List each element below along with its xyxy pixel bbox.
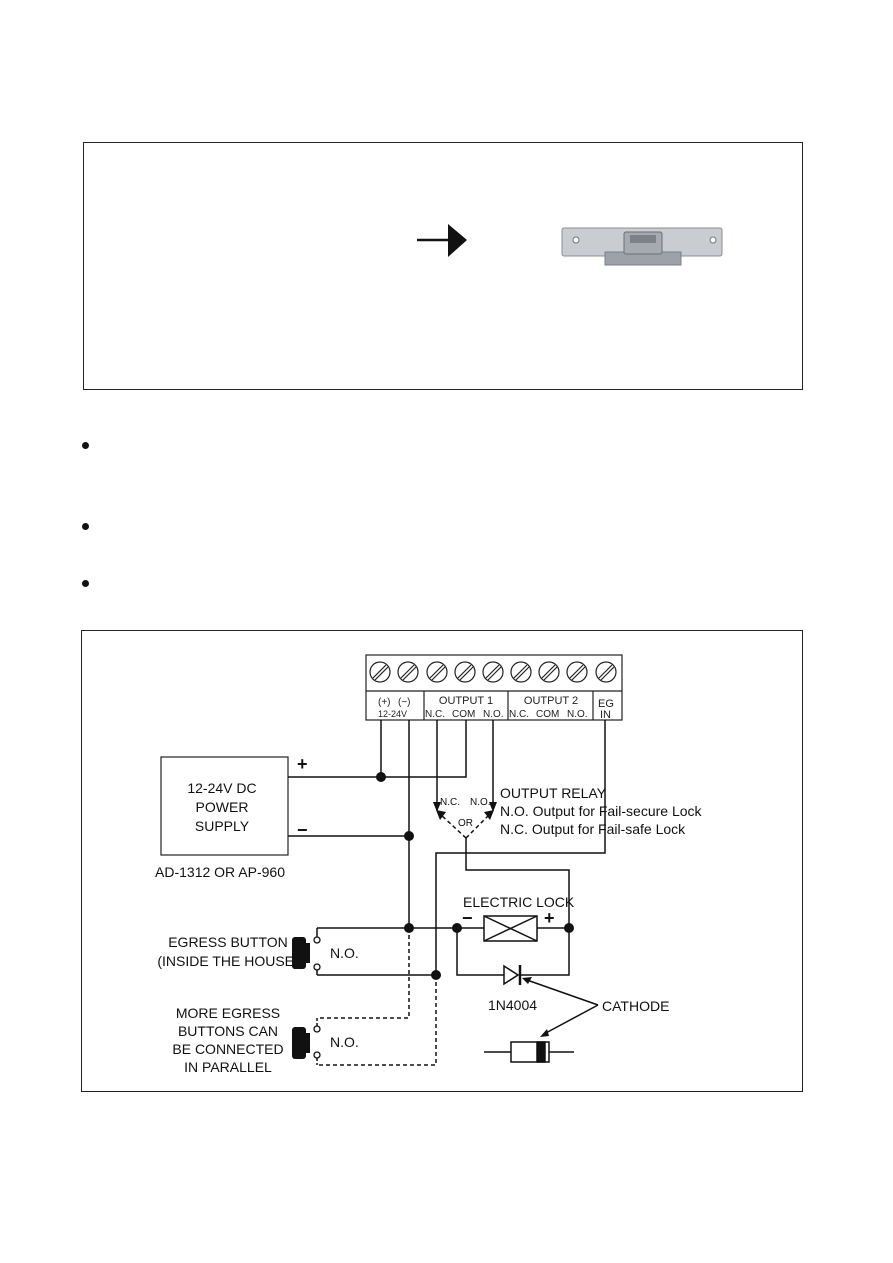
out1-no-label: N.O. [483, 709, 504, 720]
nc-arrow-icon [433, 802, 441, 812]
relay-title: OUTPUT RELAY [500, 785, 607, 801]
diode-icon [503, 964, 522, 986]
relay-line1: N.O. Output for Fail-secure Lock [500, 803, 703, 819]
output1-label: OUTPUT 1 [439, 695, 493, 707]
terminal-screws [369, 661, 617, 683]
relay-no-label: N.O. [470, 797, 491, 808]
terminal-voltage: 12-24V [378, 709, 407, 719]
relay-no-arrowhead [484, 810, 494, 820]
supply-plus-sign: + [297, 754, 308, 774]
power-supply-box [160, 756, 289, 856]
cathode-label: CATHODE [602, 998, 669, 1014]
wires [288, 720, 606, 976]
egress-label-line2: (INSIDE THE HOUSE) [157, 953, 298, 969]
out1-com-label: COM [452, 709, 475, 720]
cathode-arrowhead-top [522, 977, 532, 984]
power-supply-model: AD-1312 OR AP-960 [155, 864, 285, 880]
parallel-dashed-wires [317, 928, 437, 1066]
output2-label: OUTPUT 2 [524, 695, 578, 707]
out2-com-label: COM [536, 709, 559, 720]
screw-icon [397, 661, 419, 683]
power-supply-line2: POWER [196, 799, 249, 815]
egress-no-label: N.O. [330, 945, 359, 961]
screw-icon [454, 661, 476, 683]
more-egress-line3: BE CONNECTED [172, 1041, 283, 1057]
diode-package-icon [484, 1041, 574, 1063]
relay-nc-arrowhead [436, 810, 446, 820]
power-supply-line1: 12-24V DC [187, 780, 256, 796]
supply-minus-sign: − [297, 820, 308, 840]
more-egress-line1: MORE EGRESS [176, 1005, 280, 1021]
more-egress-line4: IN PARALLEL [184, 1059, 272, 1075]
electric-lock-icon [483, 915, 538, 942]
screw-icon [369, 661, 391, 683]
out2-nc-label: N.C. [509, 709, 529, 720]
screw-icon [595, 661, 617, 683]
lock-minus-sign: − [462, 908, 473, 928]
lock-title: ELECTRIC LOCK [463, 894, 575, 910]
more-egress-line2: BUTTONS CAN [178, 1023, 278, 1039]
egress-button-icon [292, 928, 321, 975]
bullet-3 [82, 580, 89, 587]
egress-label-line1: EGRESS BUTTON [168, 934, 288, 950]
bullet-2 [82, 523, 89, 530]
eg-label-bottom: IN [600, 709, 611, 721]
wiring-diagram-box [81, 630, 803, 1092]
no-arrow-icon [489, 802, 497, 812]
junction-dots [376, 772, 574, 980]
more-egress-button-icon [292, 1018, 321, 1065]
electric-strike-icon [561, 227, 723, 266]
power-supply-line3: SUPPLY [195, 818, 250, 834]
relay-line2: N.C. Output for Fail-safe Lock [500, 821, 686, 837]
lock-image-box [83, 142, 803, 390]
cathode-arrowhead-bottom [540, 1029, 549, 1037]
cathode-pointers [526, 979, 599, 1035]
screw-icon [538, 661, 560, 683]
relay-or-selector [439, 813, 491, 839]
screw-icon [426, 661, 448, 683]
terminal-minus: (−) [398, 697, 411, 708]
out1-nc-label: N.C. [425, 709, 445, 720]
diode-label: 1N4004 [488, 997, 537, 1013]
screw-icon [510, 661, 532, 683]
relay-or-label: OR [458, 818, 473, 829]
arrow-icon [417, 224, 467, 257]
relay-nc-label: N.C. [440, 797, 460, 808]
screw-icon [482, 661, 504, 683]
out2-no-label: N.O. [567, 709, 588, 720]
terminal-plus: (+) [378, 697, 391, 708]
eg-label-top: EG [598, 698, 614, 710]
terminal-block [365, 654, 623, 721]
bullet-1 [82, 442, 89, 449]
screw-icon [566, 661, 588, 683]
more-egress-no-label: N.O. [330, 1034, 359, 1050]
lock-plus-sign: + [544, 908, 555, 928]
